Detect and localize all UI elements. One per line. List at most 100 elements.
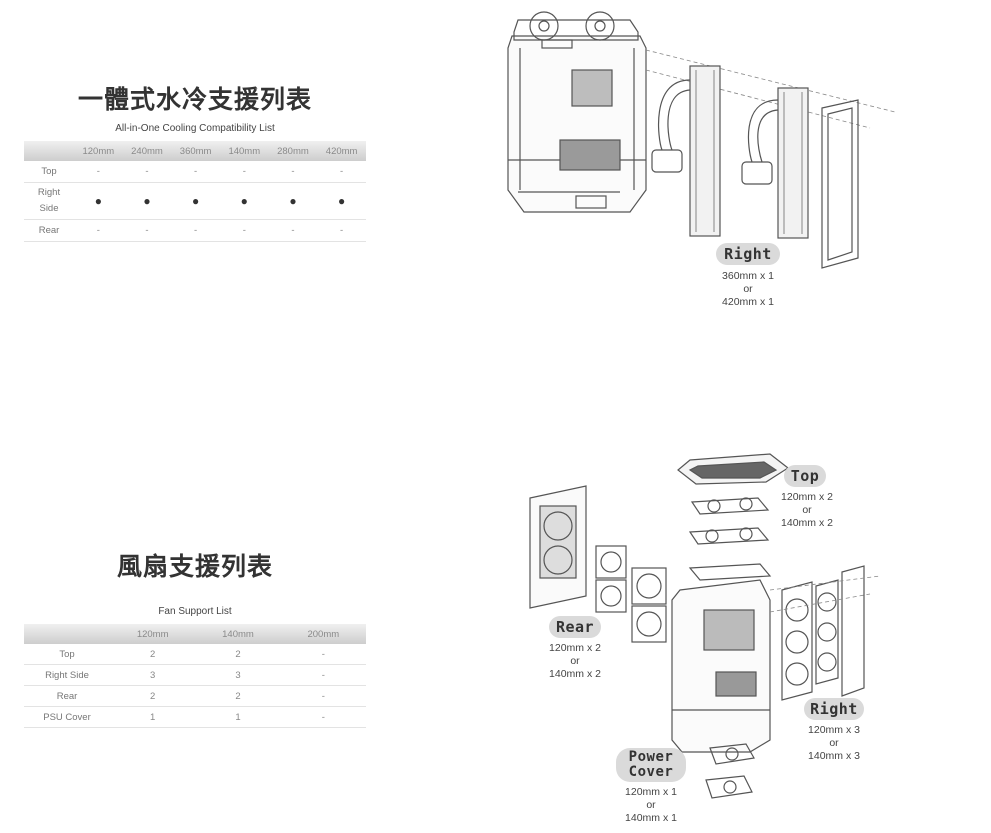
row-label: PSU Cover <box>24 706 110 728</box>
label-power-cover: Power Cover <box>616 748 686 782</box>
aio-title: 一體式水冷支援列表 <box>77 85 312 114</box>
aio-header-blank <box>24 141 74 161</box>
caption-power-cover: 120mm x 1 or 140mm x 1 <box>609 786 693 825</box>
caption-line: 420mm x 1 <box>722 296 774 308</box>
guide-lines <box>645 49 896 129</box>
aio-col-header: 120mm <box>74 141 123 161</box>
aio-compat-table: 120mm 240mm 360mm 140mm 280mm 420mm Top … <box>24 141 366 242</box>
supported-dot: ● <box>143 193 151 208</box>
row-label-line: Right <box>37 187 61 198</box>
row-label: Rear <box>24 219 74 242</box>
table-cell: 2 <box>110 685 196 707</box>
fan-col-header: 200mm <box>280 624 366 644</box>
case-illustration <box>507 35 647 213</box>
table-cell: - <box>219 219 269 242</box>
supported-dot: ● <box>338 193 346 208</box>
table-cell: - <box>74 219 123 242</box>
caption-line: 140mm x 2 <box>549 668 601 680</box>
label-rear-fan: Rear <box>549 616 601 638</box>
caption-top-fan: 120mm x 2 or 140mm x 2 <box>765 491 849 530</box>
table-cell: 2 <box>195 644 281 665</box>
caption-right-aio: 360mm x 1 or 420mm x 1 <box>706 270 790 309</box>
table-cell: 2 <box>110 644 196 665</box>
label-line: Cover <box>628 764 674 780</box>
row-label: Top <box>24 644 110 665</box>
supported-dot: ● <box>240 193 248 208</box>
side-panel <box>821 99 859 269</box>
aio-col-header: 280mm <box>268 141 318 161</box>
supported-dot: ● <box>192 193 200 208</box>
table-cell: 1 <box>110 706 196 728</box>
table-row: Right Side 3 3 - <box>24 664 366 686</box>
row-label: Right Side <box>24 182 74 220</box>
aio-col-header: 360mm <box>171 141 220 161</box>
table-cell: - <box>171 161 220 183</box>
table-cell: - <box>280 664 366 686</box>
table-row: Top - - - - - - <box>24 161 366 183</box>
table-cell: ● <box>219 182 269 220</box>
table-cell: - <box>171 219 220 242</box>
caption-line: or <box>570 655 580 667</box>
fan-col-header: 120mm <box>110 624 196 644</box>
fan-exploded-diagram <box>529 453 881 799</box>
fan-subtitle: Fan Support List <box>158 606 232 617</box>
supported-dot: ● <box>289 193 297 208</box>
table-cell: - <box>317 219 366 242</box>
caption-line: 140mm x 1 <box>625 812 677 824</box>
table-cell: 3 <box>195 664 281 686</box>
aio-col-header: 240mm <box>122 141 172 161</box>
aio-exploded-diagram <box>507 11 896 269</box>
fan-col-header: 140mm <box>195 624 281 644</box>
row-label: Right Side <box>24 664 110 686</box>
label-line: Power <box>628 749 674 765</box>
aio-subtitle: All-in-One Cooling Compatibility List <box>115 123 275 134</box>
radiator-1 <box>651 65 721 237</box>
table-cell: - <box>268 219 318 242</box>
table-cell: ● <box>171 182 220 220</box>
caption-right-fan: 120mm x 3 or 140mm x 3 <box>792 724 876 763</box>
aio-col-header: 420mm <box>317 141 366 161</box>
caption-line: 140mm x 2 <box>781 517 833 529</box>
caption-line: or <box>646 799 656 811</box>
table-row: Top 2 2 - <box>24 644 366 665</box>
caption-line: 120mm x 2 <box>549 642 601 654</box>
table-cell: ● <box>317 182 366 220</box>
caption-line: or <box>829 737 839 749</box>
table-cell: - <box>268 161 318 183</box>
right-fan-stack <box>781 579 839 701</box>
aio-col-header: 140mm <box>219 141 269 161</box>
table-cell: 1 <box>195 706 281 728</box>
caption-line: or <box>743 283 753 295</box>
caption-line: 120mm x 1 <box>625 786 677 798</box>
fan-title: 風扇支援列表 <box>116 552 273 581</box>
side-panel <box>841 565 865 697</box>
fan-header-row: 120mm 140mm 200mm <box>24 624 366 644</box>
fan-header-blank <box>24 624 110 644</box>
row-label: Top <box>24 161 74 183</box>
label-right-aio: Right <box>716 243 780 265</box>
case-illustration <box>671 563 772 753</box>
table-cell: - <box>219 161 269 183</box>
top-fan-pair <box>688 497 770 545</box>
row-label: Rear <box>24 685 110 707</box>
caption-line: or <box>802 504 812 516</box>
caption-rear-fan: 120mm x 2 or 140mm x 2 <box>533 642 617 681</box>
table-cell: - <box>280 644 366 665</box>
caption-line: 140mm x 3 <box>808 750 860 762</box>
caption-line: 120mm x 3 <box>808 724 860 736</box>
label-top-fan: Top <box>784 465 826 487</box>
label-right-fan: Right <box>804 698 864 720</box>
supported-dot: ● <box>94 193 102 208</box>
table-cell: - <box>74 161 123 183</box>
rear-panel <box>529 485 587 609</box>
guide-lines <box>769 575 881 613</box>
table-row: Rear 2 2 - <box>24 685 366 707</box>
psu-fans <box>705 743 755 799</box>
table-cell: - <box>122 161 172 183</box>
top-fans <box>513 11 639 41</box>
table-cell: 2 <box>195 685 281 707</box>
aio-header-row: 120mm 240mm 360mm 140mm 280mm 420mm <box>24 141 366 161</box>
table-cell: - <box>280 706 366 728</box>
table-row: Rear - - - - - - <box>24 219 366 242</box>
fan-support-table: 120mm 140mm 200mm Top 2 2 - Right Side 3… <box>24 624 366 728</box>
